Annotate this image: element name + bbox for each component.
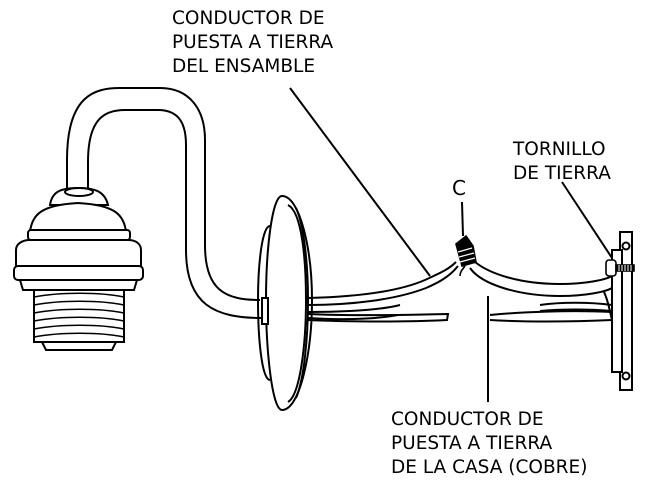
house-ground-label: CONDUCTOR DE PUESTA A TIERRA DE LA CASA … [391,408,587,480]
connector-label: C [452,176,466,200]
fixture-ground-label-line-1: CONDUCTOR DE [172,8,325,29]
gooseneck-arm [66,87,263,319]
socket-cup [13,186,144,351]
leader-fixture-ground [289,87,431,277]
house-ground-label-line-3: DE LA CASA (COBRE) [391,457,588,478]
ground-screw [605,259,635,277]
ground-screw-label-line-1: TORNILLO [513,139,606,160]
wire-nut-connector [455,234,477,277]
socket-threads [33,292,125,338]
house-ground-label-line-1: CONDUCTOR DE [391,409,544,430]
wall-canopy [256,194,314,412]
leader-ground-screw [561,181,613,259]
leader-lines [289,87,613,402]
fixture-wires [307,261,459,323]
mounting-strap [611,231,633,391]
connector-label-text: C [452,176,466,200]
fixture-ground-label-line-3: DEL ENSAMBLE [172,56,316,77]
ground-screw-label-line-2: DE TIERRA [513,163,611,184]
leader-connector [461,201,464,237]
fixture-ground-label-line-2: PUESTA A TIERRA [172,32,334,53]
house-ground-label-line-2: PUESTA A TIERRA [391,433,553,454]
ground-screw-label: TORNILLO DE TIERRA [513,138,611,186]
house-wires [469,261,613,323]
fixture-ground-label: CONDUCTOR DE PUESTA A TIERRA DEL ENSAMBL… [172,7,333,79]
